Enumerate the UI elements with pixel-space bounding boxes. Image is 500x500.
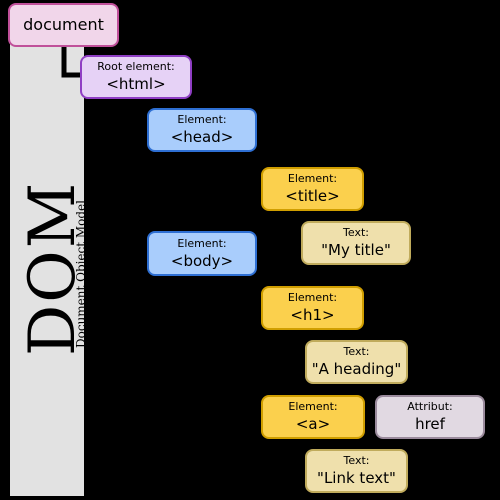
dom-sidebar: DOM Document Object Model [10, 30, 90, 496]
node-head-label: Element: [177, 113, 227, 126]
connector-document-html [61, 47, 80, 78]
node-title-text: Text: "My title" [301, 221, 411, 265]
node-body-label: Element: [177, 236, 227, 250]
node-html-value: <html> [106, 75, 166, 93]
node-a-text-label: Text: [343, 454, 370, 467]
node-body: Element: <body> [147, 231, 257, 276]
node-document-value: document [23, 15, 104, 34]
node-head-value: <head> [170, 128, 234, 146]
node-attribute-href: Attribut: href [375, 395, 485, 439]
node-a-text-value: "Link text" [317, 469, 396, 487]
node-title-label: Element: [287, 172, 338, 185]
node-h1-text-label: Text: [343, 345, 370, 358]
node-html-label: Root element: [97, 60, 175, 73]
node-h1: Element: <h1> [261, 286, 364, 330]
node-a: Element: <a> [261, 395, 365, 439]
node-head: Element: <head> [147, 108, 257, 152]
node-h1-text-value: "A heading" [311, 360, 402, 378]
node-title: Element: <title> [261, 167, 364, 211]
node-a-value: <a> [295, 415, 331, 433]
node-html: Root element: <html> [80, 55, 192, 99]
node-title-text-value: "My title" [321, 241, 391, 259]
node-title-value: <title> [285, 187, 340, 205]
node-title-text-label: Text: [343, 226, 369, 239]
node-attribute-label: Attribut: [407, 400, 453, 413]
node-h1-value: <h1> [290, 306, 335, 324]
node-a-label: Element: [288, 400, 338, 413]
node-attribute-value: href [415, 415, 445, 433]
node-document: document [8, 3, 119, 47]
node-body-value: <body> [170, 251, 234, 270]
node-h1-text: Text: "A heading" [305, 340, 408, 384]
node-a-text: Text: "Link text" [305, 449, 408, 493]
node-h1-label: Element: [287, 291, 338, 304]
